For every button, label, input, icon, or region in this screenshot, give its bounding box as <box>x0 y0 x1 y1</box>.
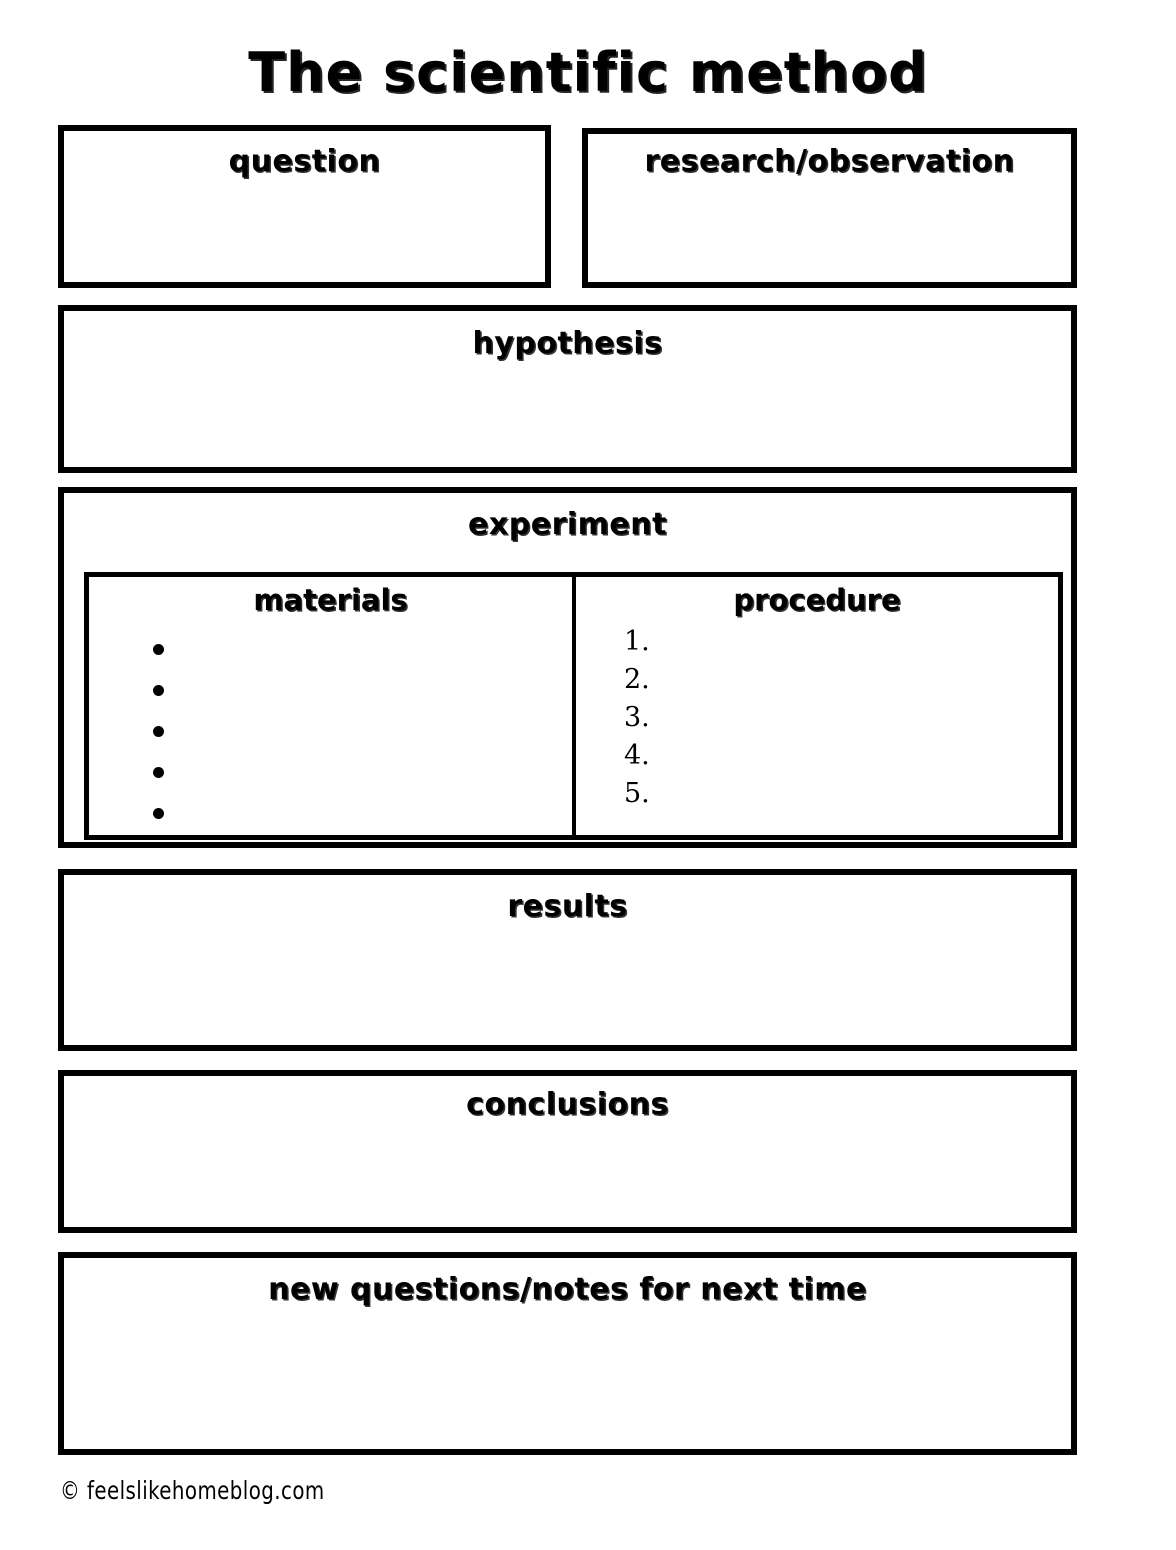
section-research-observation-title: research/observation <box>644 144 1015 179</box>
bullet-point-icon <box>153 767 164 778</box>
page-title: The scientific method <box>248 41 928 104</box>
section-conclusions[interactable]: conclusions <box>58 1070 1077 1233</box>
materials-list-item[interactable] <box>153 670 572 711</box>
materials-list-item[interactable] <box>153 752 572 793</box>
footer-copyright-credit: © feelslikehomeblog.com <box>60 1476 325 1505</box>
section-results[interactable]: results <box>58 869 1077 1051</box>
procedure-numbered-list: 1. 2. 3. 4. 5. <box>624 623 1058 813</box>
bullet-point-icon <box>153 808 164 819</box>
materials-list-item[interactable] <box>153 793 572 834</box>
section-hypothesis[interactable]: hypothesis <box>58 305 1077 473</box>
subsection-procedure-title: procedure <box>733 583 901 617</box>
bullet-point-icon <box>153 685 164 696</box>
section-hypothesis-title: hypothesis <box>472 326 663 361</box>
section-experiment-title: experiment <box>468 507 667 542</box>
materials-bullet-list <box>153 629 572 834</box>
section-results-title: results <box>507 889 628 924</box>
subsection-materials-title: materials <box>253 583 408 617</box>
bullet-point-icon <box>153 644 164 655</box>
procedure-list-item[interactable]: 3. <box>624 702 650 733</box>
procedure-list-item[interactable]: 4. <box>624 740 650 771</box>
materials-list-item[interactable] <box>153 711 572 752</box>
bullet-point-icon <box>153 726 164 737</box>
section-experiment[interactable]: experiment materials procedure 1. 2. 3. … <box>58 487 1077 848</box>
procedure-list-item[interactable]: 1. <box>624 626 650 657</box>
section-new-questions-notes-title: new questions/notes for next time <box>268 1272 867 1307</box>
procedure-list-item[interactable]: 5. <box>624 778 650 809</box>
section-new-questions-notes[interactable]: new questions/notes for next time <box>58 1252 1077 1455</box>
materials-list-item[interactable] <box>153 629 572 670</box>
experiment-inner-panel: materials procedure 1. 2. 3. 4. 5. <box>84 572 1063 840</box>
subsection-materials[interactable]: materials <box>89 577 576 835</box>
section-question-title: question <box>228 144 381 179</box>
section-question[interactable]: question <box>58 125 551 288</box>
subsection-procedure[interactable]: procedure 1. 2. 3. 4. 5. <box>576 577 1058 835</box>
section-research-observation[interactable]: research/observation <box>582 128 1077 288</box>
section-conclusions-title: conclusions <box>466 1087 669 1122</box>
procedure-list-item[interactable]: 2. <box>624 664 650 695</box>
